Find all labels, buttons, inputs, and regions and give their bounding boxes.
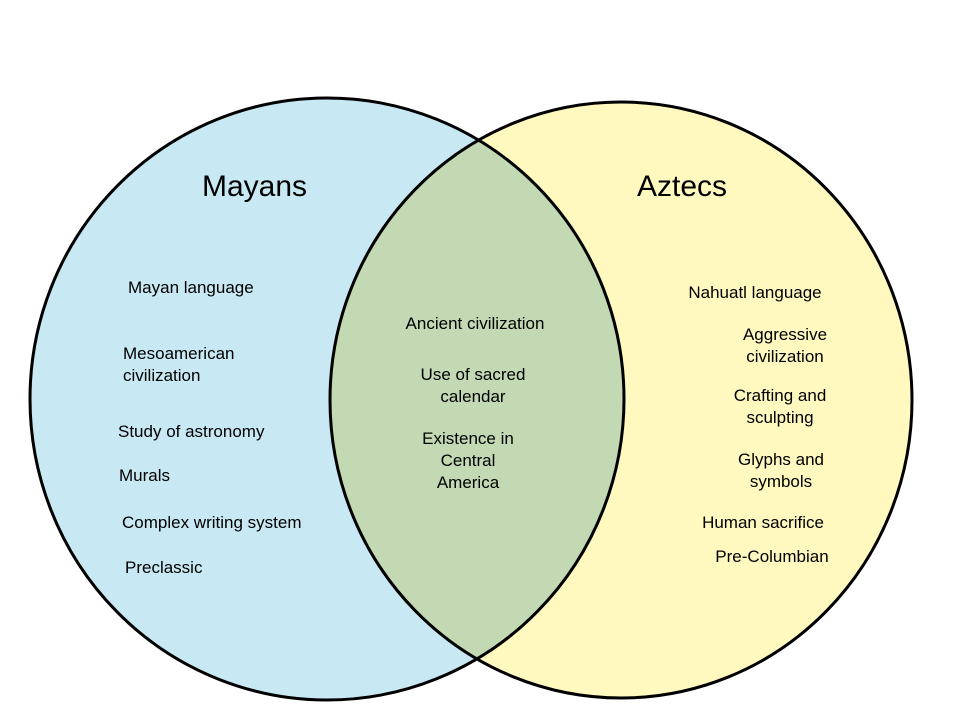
aztec-item: Human sacrifice: [702, 513, 824, 532]
aztec-item: Pre-Columbian: [715, 547, 829, 566]
aztec-item: Crafting and sculpting: [733, 386, 827, 427]
mayans-title: Mayans: [202, 170, 308, 203]
shared-item: Existence in Central America: [422, 429, 514, 492]
mayans-outline: [28, 96, 626, 702]
mayan-item: Murals: [119, 466, 171, 485]
aztec-item: Glyphs and symbols: [738, 450, 824, 491]
aztec-item: Nahuatl language: [688, 283, 822, 302]
mayan-item: Preclassic: [125, 558, 203, 577]
aztecs-outline: [328, 100, 914, 700]
aztecs-title: Aztecs: [637, 170, 728, 203]
mayan-item: Complex writing system: [122, 513, 302, 532]
mayan-item: Study of astronomy: [118, 422, 265, 441]
overlap-region: [330, 102, 624, 698]
shared-item: Use of sacred calendar: [420, 365, 526, 406]
mayan-item: Mayan language: [128, 278, 254, 297]
mayan-item: Mesoamerican civilization: [123, 344, 235, 385]
shared-item: Ancient civilization: [405, 314, 545, 333]
aztec-item: Aggressive civilization: [742, 325, 828, 366]
